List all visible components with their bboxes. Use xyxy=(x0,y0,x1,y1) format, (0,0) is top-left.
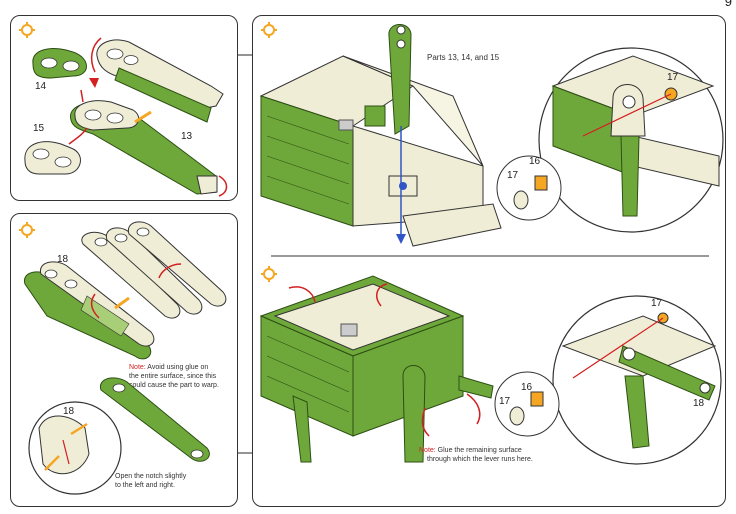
note-line-2: the entire surface, since this xyxy=(129,373,217,380)
instruction-line-1: Open the notch slightly xyxy=(115,473,187,480)
step-panel-3: Parts 13, 14, and 15 17 16 17 xyxy=(252,15,726,507)
lower-box-assembly xyxy=(259,275,494,463)
small-detail-circle xyxy=(496,155,562,221)
page-number: 9 xyxy=(724,0,732,9)
label-part-17b-lower: 17 xyxy=(499,396,511,407)
label-part-13: 13 xyxy=(181,131,193,142)
step-marker-icon xyxy=(261,266,277,282)
note-glue: Note: Glue the remaining surface xyxy=(419,447,522,454)
label-part-17: 17 xyxy=(667,72,679,83)
step-3-4-illustration: Parts 13, 14, and 15 17 16 17 xyxy=(259,22,724,465)
label-part-15: 15 xyxy=(33,123,45,134)
part-14-piece xyxy=(32,48,87,79)
label-part-16: 16 xyxy=(529,156,541,167)
note-line-3: could cause the part to warp. xyxy=(129,382,219,389)
lever-open-top xyxy=(96,39,224,123)
upper-box-assembly xyxy=(259,55,502,247)
part-18-assembly xyxy=(23,261,155,360)
step-marker-icon xyxy=(19,22,35,38)
note-warp: Note: Avoid using glue on xyxy=(129,364,208,371)
zoom-detail-bottom xyxy=(552,295,722,465)
down-arrow-icon xyxy=(80,89,84,103)
zoom-detail-circle xyxy=(28,401,122,495)
part-15-piece xyxy=(24,141,81,175)
label-part-17-lower: 17 xyxy=(651,298,663,309)
note-prefix: Note: xyxy=(419,447,436,454)
lever-13-vertical xyxy=(388,24,418,197)
instruction-line-2: to the left and right. xyxy=(115,482,175,489)
small-detail-circle-lower xyxy=(494,371,560,437)
fold-arrow-icon-2 xyxy=(376,283,388,307)
step-2-illustration: 18 Note: Avoid using glue on the entire … xyxy=(19,221,227,495)
zoom-detail-top xyxy=(538,47,724,233)
step-panel-1: 14 15 13 xyxy=(10,15,238,201)
arrow-head-icon xyxy=(89,78,99,88)
glue-arrow-icon-2 xyxy=(466,393,481,425)
label-part-18: 18 xyxy=(57,254,69,265)
glue-arrow-icon xyxy=(421,407,430,437)
note-prefix: Note: xyxy=(129,364,146,371)
note-line-1: Avoid using glue on xyxy=(146,364,209,371)
orange-arrow-icon xyxy=(114,296,130,310)
blue-arrow-head-icon xyxy=(396,234,406,244)
step-1-illustration: 14 15 13 xyxy=(19,22,228,197)
green-lever-piece xyxy=(99,377,210,462)
step-panel-2: 18 Note: Avoid using glue on the entire … xyxy=(10,213,238,507)
fold-arrow-icon xyxy=(158,263,182,279)
label-part-16-lower: 16 xyxy=(521,382,533,393)
fold-arrow-icon xyxy=(288,286,316,303)
fold-arrow-icon xyxy=(90,37,102,73)
zoom-label-18: 18 xyxy=(63,406,75,417)
parts-label: Parts 13, 14, and 15 xyxy=(427,53,500,62)
label-part-14: 14 xyxy=(35,81,47,92)
glue-arrow-icon xyxy=(90,293,100,319)
note-glue-line-2: through which the lever runs here. xyxy=(427,456,533,463)
fold-end-arrow-icon xyxy=(218,175,228,197)
orange-arrow-icon xyxy=(134,110,152,124)
label-part-18-lower: 18 xyxy=(693,398,705,409)
step-marker-icon xyxy=(19,222,35,238)
step-marker-icon xyxy=(261,22,277,38)
label-part-17b: 17 xyxy=(507,170,519,181)
attach-arrow-icon xyxy=(68,127,88,145)
part-13-lever xyxy=(70,100,218,195)
note-glue-line-1: Glue the remaining surface xyxy=(436,447,522,454)
